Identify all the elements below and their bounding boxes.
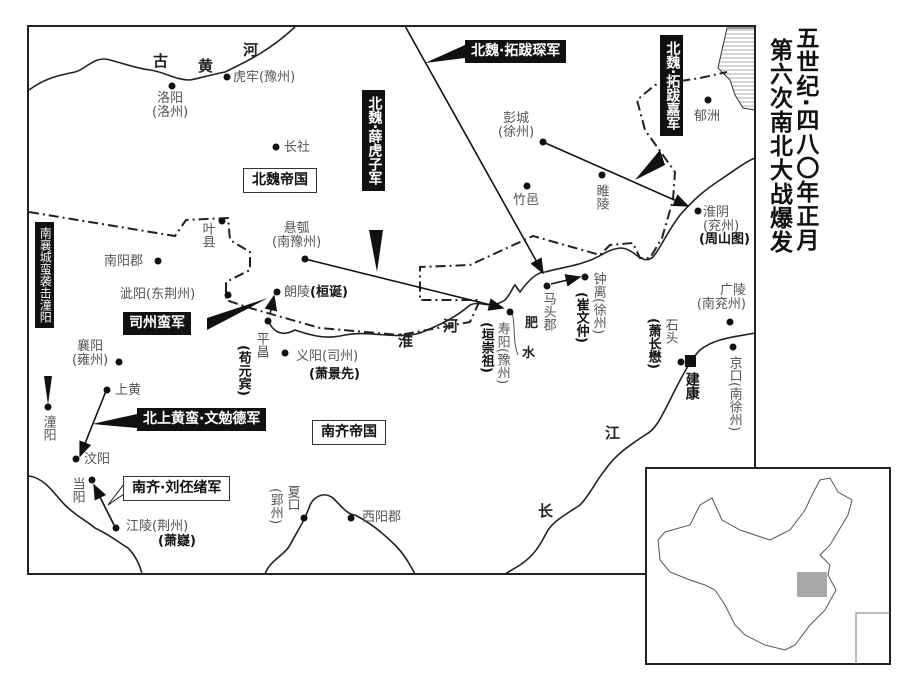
border-line [28, 71, 728, 337]
huai-river [267, 157, 756, 338]
place-langling: 朗陵(桓诞) [284, 285, 348, 300]
tuoba-chen-route [404, 25, 544, 275]
river-label: 长 [538, 502, 554, 520]
river-label: 江 [605, 424, 621, 442]
army-tuoba-chen: 北魏·拓跋琛军 [465, 40, 567, 64]
river-label: 河 [243, 41, 259, 59]
liu-pixu-pointer [107, 483, 125, 506]
sizhou-man-pointer [207, 298, 268, 330]
place-luoyang: 洛阳(洛州) [152, 91, 189, 120]
sea-area [717, 27, 756, 111]
place-yiyang: 义阳(司州) [296, 349, 359, 364]
commander-pingchang: (苟元宾) [235, 345, 251, 396]
commander-yiyang: (萧景先) [309, 367, 360, 382]
river-label: 古 [153, 52, 169, 70]
commander-zhongli: (崔文仲) [573, 292, 589, 343]
place-xiyang: 西阳郡 [362, 510, 402, 525]
place-zhongli: 钟离(徐州) [590, 272, 606, 335]
place-xiakou-sub: (郢州) [267, 488, 283, 525]
liu-pixu-route [93, 483, 115, 526]
inset-highlight-region [797, 572, 827, 597]
army-liu-pixu: 南齐·刘伾绪军 [123, 476, 231, 501]
upper-yangtze-river [28, 475, 143, 575]
place-matou: 马头郡 [540, 292, 556, 331]
army-tuoba-jia: 北魏·拓跋嘉军 [660, 35, 684, 137]
place-xiangyang: 襄阳(雍州) [72, 339, 109, 368]
inset-china-outline [657, 477, 853, 651]
commander-shitou: (萧长懋) [645, 318, 661, 369]
place-shanghuang: 上黄 [115, 383, 142, 398]
shanghuang-route [79, 390, 107, 458]
river-label: 淮 [398, 332, 414, 350]
commander-shouyang: (垣崇祖) [478, 322, 494, 373]
place-nanyang: 南阳郡 [104, 254, 144, 269]
city-dots [44, 73, 737, 532]
place-shitou: 石头 [662, 318, 678, 344]
xue-huzi-route [304, 258, 505, 311]
sizhou-man-route [264, 294, 278, 315]
region-northern-wei: 北魏帝国 [243, 168, 317, 193]
xue-huzi-pointer [369, 230, 383, 272]
beishanghuang-pointer [92, 414, 137, 428]
place-pingchang: 平昌 [253, 332, 269, 358]
commander-jiangling: (萧嶷) [158, 534, 196, 549]
place-xuanhu: 悬瓠(南豫州) [272, 221, 322, 250]
tuoba-chen-pointer [425, 45, 465, 63]
place-tongyang: 潼阳 [40, 415, 56, 441]
place-wenyang: 汶阳 [84, 452, 111, 467]
place-yexian: 叶县 [199, 222, 215, 248]
place-jingkou: 京口(南徐州) [726, 356, 742, 432]
river-label: 黄 [198, 57, 214, 75]
place-huaiyin: 淮阴(兖州)(周山图) [699, 205, 750, 248]
army-beishanghuang: 北上黄蛮·文勉德军 [137, 408, 267, 432]
place-yuzhou: 郁洲 [694, 109, 721, 124]
map-title: 五世纪·四八〇年正月第六次南北大战爆发 [765, 26, 818, 466]
title-line1: 五世纪·四八〇年正月 [791, 26, 818, 252]
place-suiling: 睢陵 [593, 184, 609, 210]
yellow-river [28, 26, 296, 91]
river-label: 水 [522, 346, 536, 361]
army-sizhou-man: 司州蛮军 [123, 312, 191, 336]
matou-zhongli-route [550, 274, 582, 287]
place-guangling: 广陵(南兖州) [696, 283, 746, 312]
capital-square-icon [685, 355, 696, 367]
yangtze-river [504, 332, 756, 575]
place-pengcheng: 彭城(徐州) [498, 111, 535, 140]
han-river [264, 494, 416, 575]
region-southern-qi: 南齐帝国 [312, 420, 386, 445]
place-zhuyi: 竹邑 [513, 193, 540, 208]
army-nanxiang-man: 南襄城蛮袭击潼阳 [35, 222, 55, 328]
inset-south-sea-box [855, 612, 890, 664]
title-line2: 第六次南北大战爆发 [765, 38, 792, 254]
place-changshe: 长社 [284, 140, 311, 155]
tuoba-jia-pointer [635, 150, 665, 180]
river-label: 肥 [525, 316, 539, 331]
place-jiangling: 江陵(荆州) [126, 519, 189, 534]
place-xiakou: 夏口 [284, 485, 300, 511]
place-shouyang: 寿阳(豫州) [494, 322, 510, 385]
army-xue-huzi: 北魏·薛虎子军 [362, 90, 386, 192]
nanxiang-man-pointer [44, 376, 52, 405]
place-hulao: 虎牢(豫州) [233, 70, 296, 85]
river-label: 河 [443, 317, 459, 335]
fei-river [511, 312, 519, 356]
place-ciyang: 泚阳(东荆州) [120, 287, 196, 302]
tuoba-jia-route [542, 141, 690, 207]
place-dangyang: 当阳 [69, 477, 85, 503]
place-jiankang: 建康 [683, 372, 700, 400]
